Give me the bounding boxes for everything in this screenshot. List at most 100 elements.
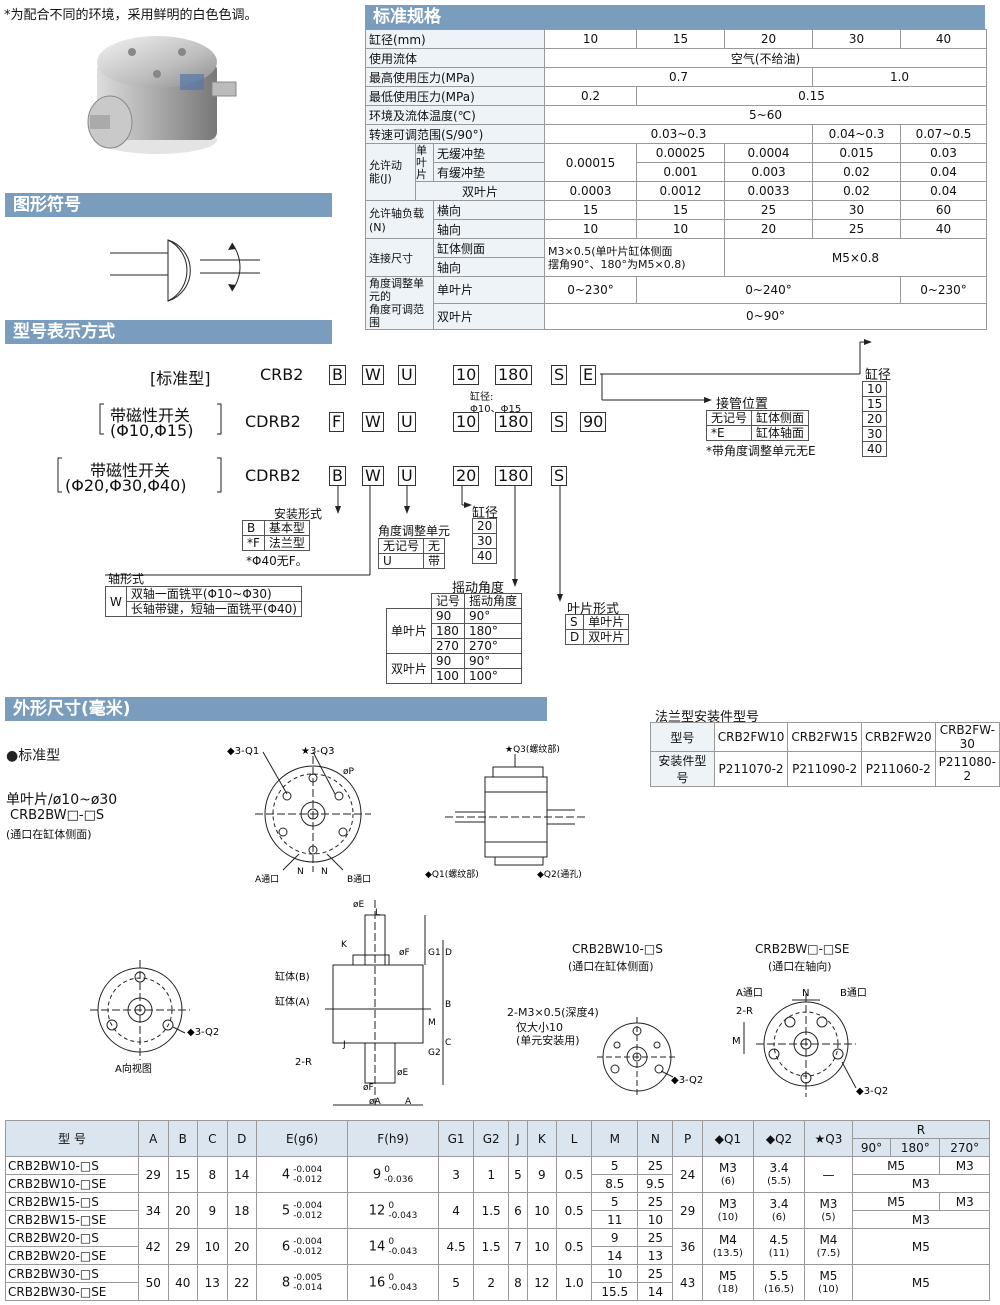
dim-M: 10	[591, 1264, 639, 1283]
model-row2-label2: (Φ10,Φ15)	[110, 421, 194, 440]
dim-N: 25	[637, 1156, 674, 1175]
dim-C: 9	[197, 1192, 228, 1229]
dim-P: 36	[672, 1228, 703, 1265]
dim-R: M3	[851, 1210, 991, 1229]
svg-text:øA: øA	[369, 1097, 382, 1107]
port-title: 接管位置	[716, 397, 769, 412]
q1-thread-label: ◆Q1(螺纹部)	[425, 868, 479, 880]
dim-N: 9.5	[637, 1174, 674, 1193]
svg-text:G2: G2	[428, 1048, 441, 1058]
dim-J: 7	[508, 1228, 528, 1265]
dim-N: 13	[637, 1246, 674, 1265]
body-a-label: 缸体(A)	[275, 995, 310, 1008]
dim-L: 0.5	[556, 1192, 593, 1229]
stack-cell: M3(10)	[701, 1192, 754, 1229]
svg-text:G1: G1	[428, 948, 441, 958]
svg-text:D: D	[445, 948, 452, 958]
model-cell: CRB2BW15-□SE	[5, 1210, 139, 1229]
section-spec: 标准规格	[365, 5, 985, 29]
q2-3-label: ◆3-Q2	[187, 1027, 219, 1038]
se-b-port: B通口	[840, 987, 867, 999]
dim-A: 34	[138, 1192, 169, 1229]
model-row1-angle: 180	[495, 365, 532, 385]
a-view-label: A向视图	[115, 1062, 152, 1075]
model-row3-angle: 180	[495, 466, 532, 486]
stack-cell: 4.5(11)	[752, 1228, 806, 1265]
port-side-note: (通口在缸体侧面)	[6, 828, 92, 841]
model-row1-label: [标准型]	[150, 369, 211, 388]
model-cell: CRB2BW15-□S	[5, 1192, 139, 1211]
dim-R: M5	[851, 1264, 991, 1301]
dim-N: 25	[637, 1264, 674, 1283]
model-row3-vane: S	[551, 466, 568, 486]
dim-M: 9	[591, 1228, 639, 1247]
port-note: *带角度调整单元无E	[706, 444, 816, 458]
model-row3-bore: 20	[453, 466, 480, 486]
model-leader-lines	[57, 339, 872, 602]
r2-label: 2-R	[295, 1057, 312, 1068]
stack-cell: 3.4(6)	[752, 1192, 806, 1229]
model-cell: CRB2BW20-□SE	[5, 1246, 139, 1265]
model-row2-angle: 180	[495, 412, 532, 432]
n-label-2: N	[321, 867, 328, 877]
section-model: 型号表示方式	[5, 320, 332, 344]
dim-L: 1.0	[556, 1264, 593, 1301]
se-title: CRB2BW□-□SE	[755, 942, 850, 956]
svg-text:C: C	[445, 1038, 451, 1048]
dim-G1: 4	[438, 1192, 475, 1229]
dim-C: 10	[197, 1228, 228, 1265]
stack-cell: M3(6)	[701, 1156, 754, 1193]
dim-B: 40	[167, 1264, 199, 1301]
model-row1-code: CRB2	[260, 365, 304, 384]
bore-title: 缸径	[865, 368, 892, 383]
model-row2-adj: U	[398, 412, 416, 432]
body-b-label: 缸体(B)	[275, 970, 310, 983]
svg-text:A: A	[405, 1097, 412, 1107]
b-port-label: B通口	[347, 874, 371, 885]
dim-R: M5	[851, 1192, 941, 1211]
dim-D: 14	[226, 1156, 258, 1193]
se-n: N	[802, 988, 809, 999]
q2-3-label-s: ◆3-Q2	[671, 1075, 703, 1086]
m3-note-3: (单元安装用)	[516, 1034, 580, 1047]
dim-D: 18	[226, 1192, 258, 1229]
s-view-drawing: ◆3-Q2	[597, 1017, 703, 1095]
stack-cell: 3.4(5.5)	[752, 1156, 806, 1193]
model-row2-vane: S	[551, 412, 568, 432]
dim-G2: 1.5	[473, 1192, 510, 1229]
model-row3-shaft: W	[362, 466, 384, 486]
flange-title: 法兰型安装件型号	[655, 710, 760, 725]
spec-row-fluid: 使用流体空气(不给油)	[365, 48, 987, 68]
svg-text:J: J	[342, 1040, 346, 1050]
svg-text:øF: øF	[363, 1083, 374, 1093]
dim-N: 10	[637, 1210, 674, 1229]
dim-J: 8	[508, 1264, 528, 1301]
svg-text:L: L	[375, 908, 380, 918]
dim-G1: 5	[438, 1264, 475, 1301]
front-view-drawing: ◆3-Q1 ★3-Q3 øP A通口 B通口 N N	[227, 746, 371, 885]
dim-J: 5	[508, 1156, 528, 1193]
dim-B: 29	[167, 1228, 199, 1265]
dim-B: 15	[167, 1156, 199, 1193]
stack-cell: M5(10)	[804, 1264, 853, 1301]
model-row3-label1: 带磁性开关	[90, 461, 171, 480]
q1-label: ◆3-Q1	[227, 746, 259, 757]
model-row2-code: CDRB2	[245, 412, 301, 431]
tol-cell: 6-0.004-0.012	[256, 1228, 349, 1265]
model-row3-label2: (Φ20,Φ30,Φ40)	[65, 476, 187, 495]
dim-R: M3	[851, 1174, 991, 1193]
